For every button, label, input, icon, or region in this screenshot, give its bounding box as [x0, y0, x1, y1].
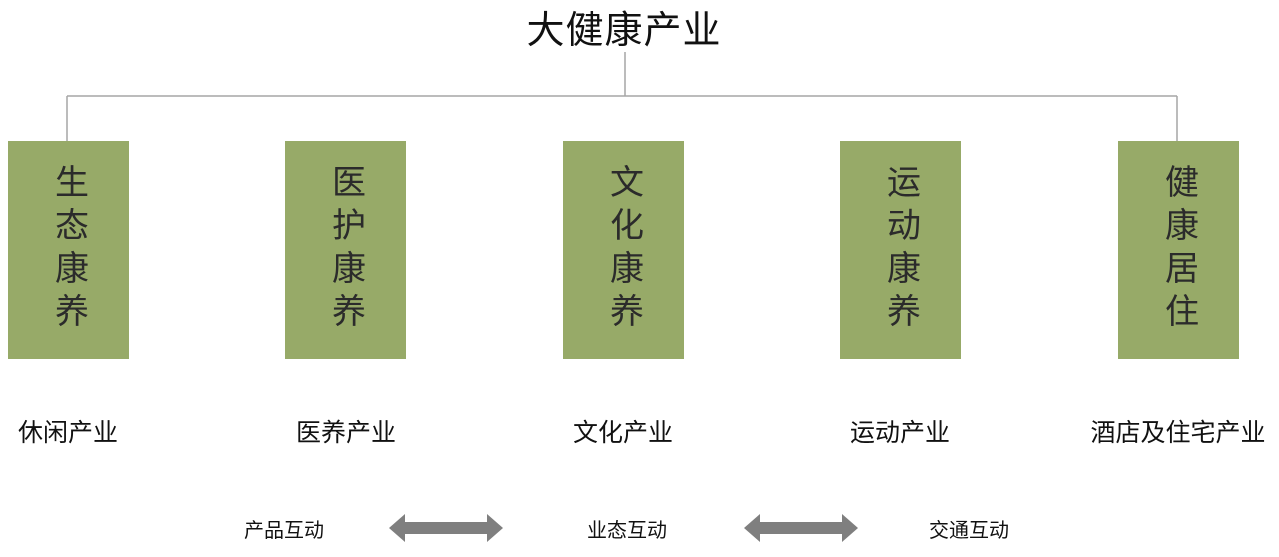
category-box-text: 文化康养 [603, 164, 644, 336]
category-box-text: 运动康养 [880, 164, 921, 336]
double-arrow-icon [744, 514, 858, 542]
industry-label-hotel-residential: 酒店及住宅产业 [1090, 418, 1266, 447]
category-box-medical: 医护康养 [285, 141, 406, 359]
category-box-cultural: 文化康养 [563, 141, 684, 359]
industry-label-medical-care: 医养产业 [295, 418, 396, 447]
category-box-text: 健康居住 [1158, 164, 1199, 336]
interaction-label-transport: 交通互动 [929, 518, 1009, 542]
category-box-ecological: 生态康养 [8, 141, 129, 359]
category-box-sports: 运动康养 [840, 141, 961, 359]
industry-label-culture: 文化产业 [572, 418, 673, 447]
diagram-title: 大健康产业 [526, 8, 722, 52]
industry-label-sports: 运动产业 [849, 418, 950, 447]
category-box-text: 医护康养 [325, 164, 366, 336]
double-arrow-icon [389, 514, 503, 542]
industry-label-leisure: 休闲产业 [17, 418, 118, 447]
category-box-living: 健康居住 [1118, 141, 1239, 359]
interaction-label-product: 产品互动 [244, 518, 324, 542]
interaction-label-business: 业态互动 [587, 518, 667, 542]
category-box-text: 生态康养 [48, 164, 89, 336]
